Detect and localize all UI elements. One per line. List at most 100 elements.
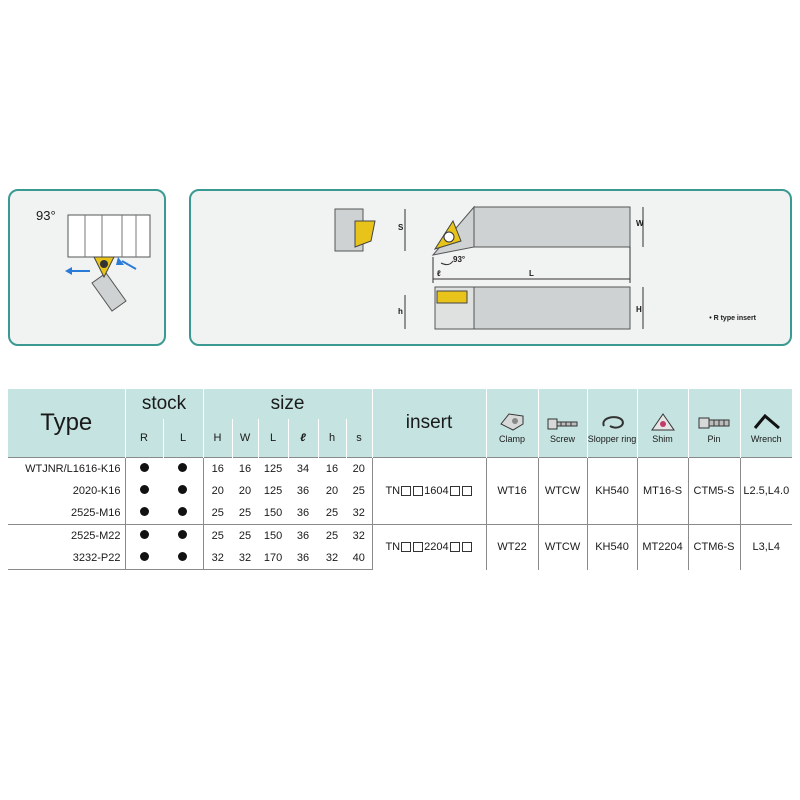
table-row: 2020-K16 20 20 125 36 20 25 xyxy=(8,480,792,502)
stock-r-cell xyxy=(125,502,163,525)
in-stock-dot xyxy=(178,507,188,516)
spec-table: Type stock size insert Clamp Screw Slopp… xyxy=(8,389,793,570)
dim-angle-label: 93° xyxy=(453,255,466,264)
ring-icon xyxy=(602,416,624,429)
size-l-header: L xyxy=(258,419,289,458)
size-l-cell: 150 xyxy=(263,507,283,519)
pin-cell: CTM5-S xyxy=(688,457,741,525)
stock-r-header: R xyxy=(125,419,164,458)
shim-label: Shim xyxy=(652,434,673,444)
size-h-small-cell: 25 xyxy=(318,524,347,547)
stock-l-cell xyxy=(163,480,204,502)
type-cell: 2525-M22 xyxy=(8,524,126,547)
in-stock-dot xyxy=(139,530,149,539)
approach-angle-label: 93° xyxy=(36,208,56,223)
in-stock-dot xyxy=(139,485,149,494)
in-stock-dot xyxy=(178,552,188,561)
stock-l-cell xyxy=(163,457,204,480)
size-w-cell: 25 xyxy=(238,507,252,519)
size-h-small-cell: 32 xyxy=(318,547,347,570)
dimension-diagram xyxy=(334,205,644,330)
size-ell-cell: 36 xyxy=(288,524,319,547)
insert-cell: TN 2204 xyxy=(372,524,487,570)
ring-cell: KH540 xyxy=(587,457,638,525)
stock-r-cell xyxy=(125,480,163,502)
type-cell: 2525-M16 xyxy=(8,502,126,525)
size-s-cell: 40 xyxy=(346,547,373,570)
size-s-cell: 32 xyxy=(346,502,373,525)
size-h-cell: 16 xyxy=(203,457,233,480)
shim-header: Shim xyxy=(637,389,689,458)
clamp-cell: WT16 xyxy=(486,457,539,525)
screw-label: Screw xyxy=(550,434,576,444)
size-s-cell: 32 xyxy=(346,524,373,547)
dim-s-label: S xyxy=(398,223,404,232)
insert-prefix: TN xyxy=(385,541,401,554)
type-cell: 3232-P22 xyxy=(8,547,126,570)
size-h-cell: 25 xyxy=(203,524,233,547)
dimension-diagram-panel: S W L 93° ℓ h H • R type insert xyxy=(189,189,792,346)
dim-h-small-label: h xyxy=(398,307,403,316)
size-w-cell: 16 xyxy=(232,457,259,480)
size-header: size xyxy=(203,389,373,419)
shim-cell: MT16-S xyxy=(637,457,689,525)
wrench-label: Wrench xyxy=(750,434,782,444)
in-stock-dot xyxy=(139,507,149,516)
stock-r-cell xyxy=(125,524,163,547)
stock-l-cell xyxy=(163,502,204,525)
stock-r-cell xyxy=(125,457,163,480)
size-h-small-cell: 16 xyxy=(318,457,347,480)
size-h-small-header: h xyxy=(318,419,347,458)
table-row: 3232-P22 32 32 170 36 32 40 xyxy=(8,547,792,570)
size-w-cell: 20 xyxy=(238,485,252,497)
size-ell-cell: 36 xyxy=(296,507,310,519)
size-ell-header: ℓ xyxy=(288,419,319,458)
insert-cell: TN 1604 xyxy=(372,457,487,525)
in-stock-dot xyxy=(178,530,188,539)
wrench-icon xyxy=(754,413,781,430)
shim-icon xyxy=(650,413,675,431)
stock-l-header: L xyxy=(163,419,204,458)
insert-header: insert xyxy=(372,389,487,458)
clamp-cell: WT22 xyxy=(486,524,539,570)
insert-code: 2204 xyxy=(424,541,449,554)
size-l-cell: 150 xyxy=(258,524,289,547)
size-s-header: s xyxy=(346,419,373,458)
size-h-cell: 20 xyxy=(211,485,224,497)
ring-header: Slopper ring xyxy=(587,389,638,458)
stock-header: stock xyxy=(125,389,204,419)
size-h-cell: 32 xyxy=(203,547,233,570)
size-w-header: W xyxy=(232,419,259,458)
size-h-header: H xyxy=(203,419,233,458)
wrench-header: Wrench xyxy=(740,389,793,458)
dim-ell-label: ℓ xyxy=(437,269,441,278)
orientation-diagram xyxy=(65,214,151,312)
stock-l-cell xyxy=(163,524,204,547)
stock-l-cell xyxy=(163,547,204,570)
screw-header: Screw xyxy=(538,389,588,458)
size-ell-cell: 36 xyxy=(296,485,310,497)
ring-label: Slopper ring xyxy=(587,434,637,444)
shim-cell: MT2204 xyxy=(637,524,689,570)
orientation-diagram-panel: 93° xyxy=(8,189,166,346)
size-h-small-cell: 25 xyxy=(325,507,339,519)
screw-icon xyxy=(547,418,578,430)
size-l-cell: 125 xyxy=(263,485,283,497)
size-s-cell: 20 xyxy=(346,457,373,480)
in-stock-dot xyxy=(178,485,188,494)
clamp-label: Clamp xyxy=(499,434,526,444)
insert-code: 1604 xyxy=(424,485,449,497)
dim-l-label: L xyxy=(529,269,534,278)
pin-cell: CTM6-S xyxy=(688,524,741,570)
ring-cell: KH540 xyxy=(587,524,638,570)
insert-prefix: TN xyxy=(385,485,401,497)
in-stock-dot xyxy=(139,552,149,561)
size-ell-cell: 34 xyxy=(288,457,319,480)
pin-header: Pin xyxy=(688,389,741,458)
table-row: 2525-M16 25 25 150 36 25 32 xyxy=(8,502,792,525)
size-ell-cell: 36 xyxy=(288,547,319,570)
pin-icon xyxy=(698,417,730,429)
size-s-cell: 25 xyxy=(346,480,373,502)
pin-label: Pin xyxy=(707,434,721,444)
